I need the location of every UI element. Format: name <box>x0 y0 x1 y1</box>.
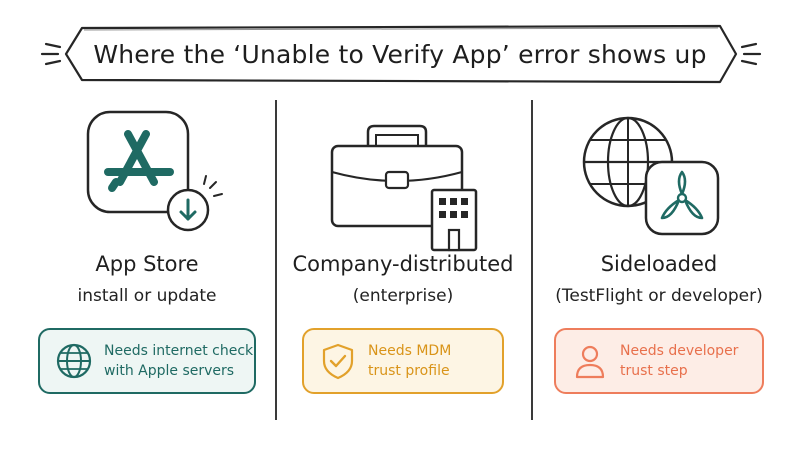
download-arrow-icon <box>166 175 223 232</box>
column-sideloaded: Sideloaded (TestFlight or developer) Nee… <box>534 100 784 440</box>
card-text-line: Needs MDM <box>368 343 452 359</box>
globe-icon <box>56 343 92 379</box>
card-text-line: Needs developer <box>620 343 739 359</box>
column-divider <box>275 100 277 420</box>
enterprise-illustration <box>278 108 528 252</box>
requirement-card: Needs developer trust step <box>554 328 764 394</box>
column-heading: Company-distributed <box>292 252 514 276</box>
card-text-line: with Apple servers <box>104 363 235 379</box>
office-building-icon <box>430 188 478 252</box>
app-store-illustration <box>22 108 272 248</box>
requirement-card: Needs MDM trust profile <box>302 328 504 394</box>
sideloaded-illustration <box>534 108 784 248</box>
shield-check-icon <box>322 343 354 380</box>
column-app-store: App Store install or update Needs intern… <box>22 100 272 440</box>
title-banner: Where the ‘Unable to Verify App’ error s… <box>20 14 780 94</box>
column-subheading: (enterprise) <box>352 286 454 306</box>
column-subheading: (TestFlight or developer) <box>555 286 763 306</box>
banner-ribbon-shape <box>40 24 762 84</box>
app-store-icon <box>86 110 190 214</box>
briefcase-icon <box>330 124 464 228</box>
column-company-distributed: Company-distributed (enterprise) Needs M… <box>278 100 528 440</box>
card-text-line: trust profile <box>368 363 450 379</box>
diagram-title: Where the ‘Unable to Verify App’ error s… <box>93 39 707 69</box>
column-divider <box>531 100 533 420</box>
column-heading: Sideloaded <box>600 252 718 276</box>
testflight-propeller-icon <box>644 160 720 236</box>
requirement-card: Needs internet check with Apple servers <box>38 328 256 394</box>
column-heading: App Store <box>95 252 199 276</box>
column-subheading: install or update <box>77 286 217 306</box>
card-text-line: Needs internet check <box>104 343 254 359</box>
card-text-line: trust step <box>620 363 688 379</box>
person-icon <box>575 345 605 379</box>
